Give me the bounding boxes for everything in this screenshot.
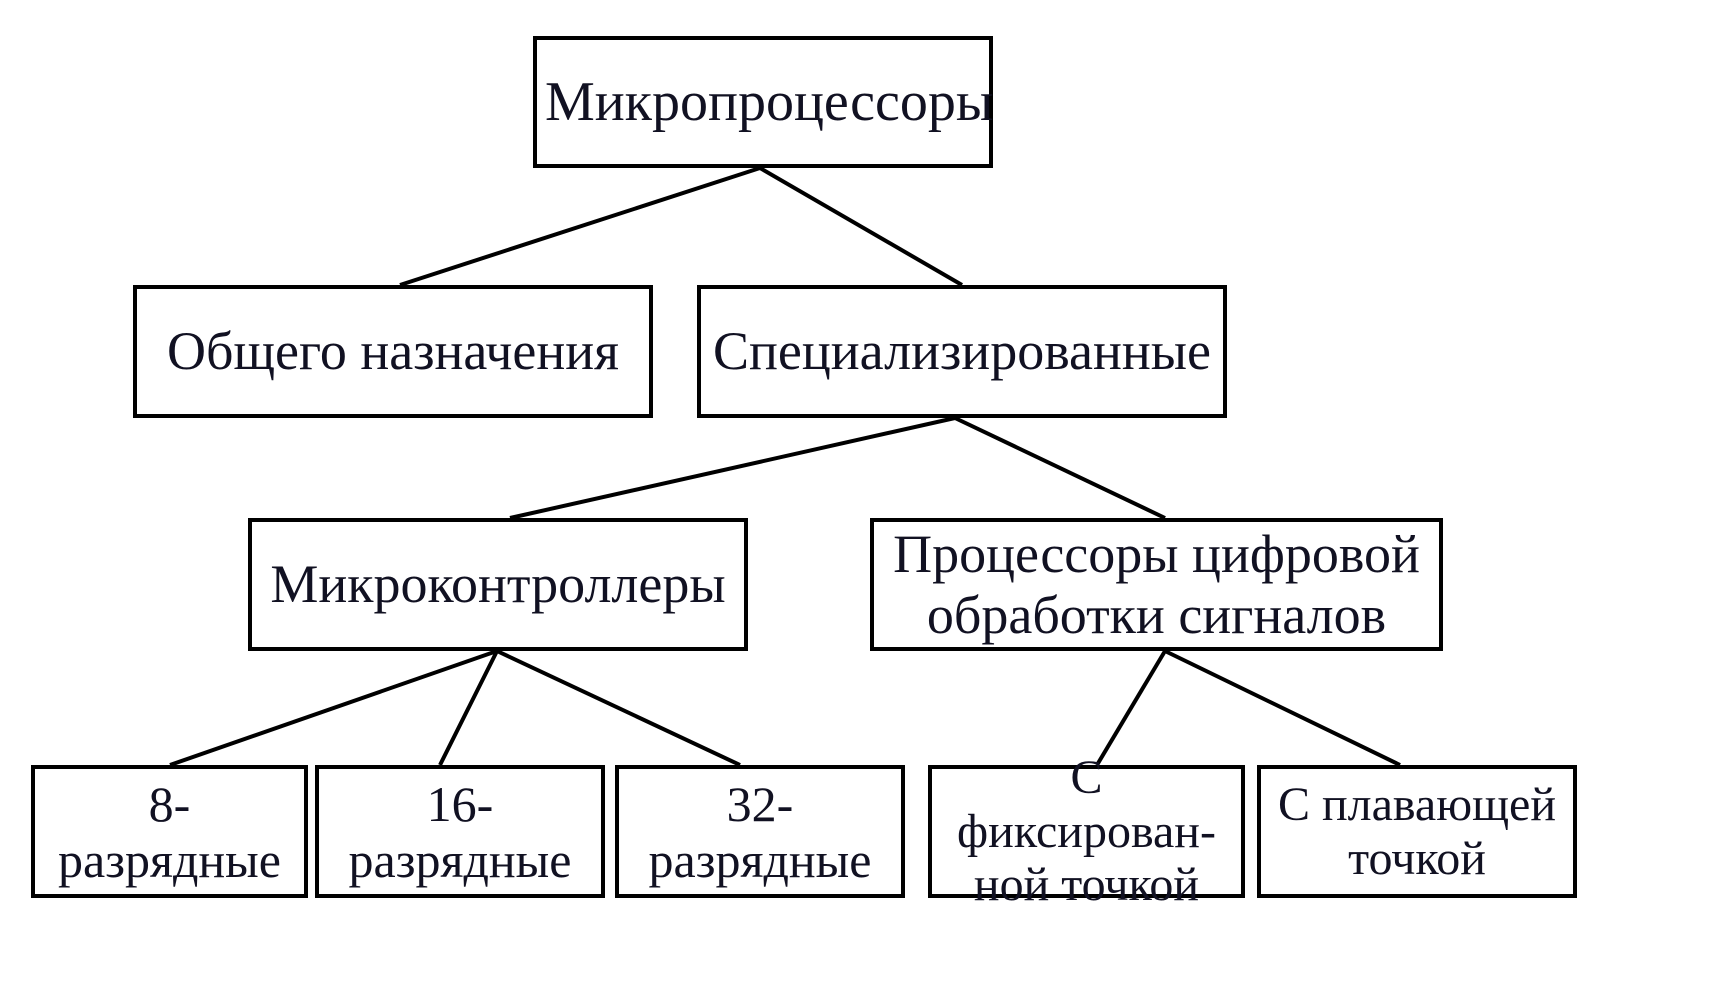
- node-bit8[interactable]: 8-разрядные: [31, 765, 308, 898]
- connector-microcontrollers-to-bit8: [169, 649, 498, 767]
- node-dsp[interactable]: Процессоры цифровой обработки сигналов: [870, 518, 1443, 651]
- node-bit16[interactable]: 16-разрядные: [315, 765, 605, 898]
- node-general-purpose[interactable]: Общего назначения: [133, 285, 653, 418]
- node-label-dsp: Процессоры цифровой обработки сигналов: [893, 524, 1420, 645]
- edges-group: [169, 166, 1401, 767]
- connector-specialized-to-microcontrollers: [509, 416, 956, 520]
- node-label-floating-point: С плавающей точкой: [1277, 777, 1557, 885]
- node-specialized[interactable]: Специализированные: [697, 285, 1227, 418]
- connector-dsp-to-floating-point: [1164, 649, 1401, 767]
- connector-microprocessors-to-specialized: [758, 166, 964, 287]
- node-label-microprocessors: Микропроцессоры: [545, 70, 994, 133]
- node-label-fixed-point: С фиксирован- ной точкой: [957, 750, 1216, 912]
- node-microcontrollers[interactable]: Микроконтроллеры: [248, 518, 748, 651]
- node-fixed-point[interactable]: С фиксирован- ной точкой: [928, 751, 1245, 911]
- node-microprocessors[interactable]: Микропроцессоры: [533, 36, 994, 168]
- node-label-specialized: Специализированные: [713, 321, 1211, 382]
- node-label-bit8: 8-разрядные: [58, 775, 281, 888]
- connector-microprocessors-to-general-purpose: [399, 166, 761, 287]
- connector-microcontrollers-to-bit16: [438, 650, 499, 766]
- connector-dsp-to-fixed-point: [1095, 649, 1167, 767]
- connector-specialized-to-dsp: [954, 416, 1166, 520]
- node-label-general-purpose: Общего назначения: [167, 321, 619, 382]
- connector-microcontrollers-to-bit32: [496, 649, 741, 767]
- node-label-bit32: 32-разрядные: [648, 775, 872, 888]
- node-label-microcontrollers: Микроконтроллеры: [270, 554, 726, 615]
- node-bit32[interactable]: 32-разрядные: [615, 765, 905, 898]
- node-label-bit16: 16-разрядные: [348, 775, 572, 888]
- node-floating-point[interactable]: С плавающей точкой: [1257, 765, 1577, 898]
